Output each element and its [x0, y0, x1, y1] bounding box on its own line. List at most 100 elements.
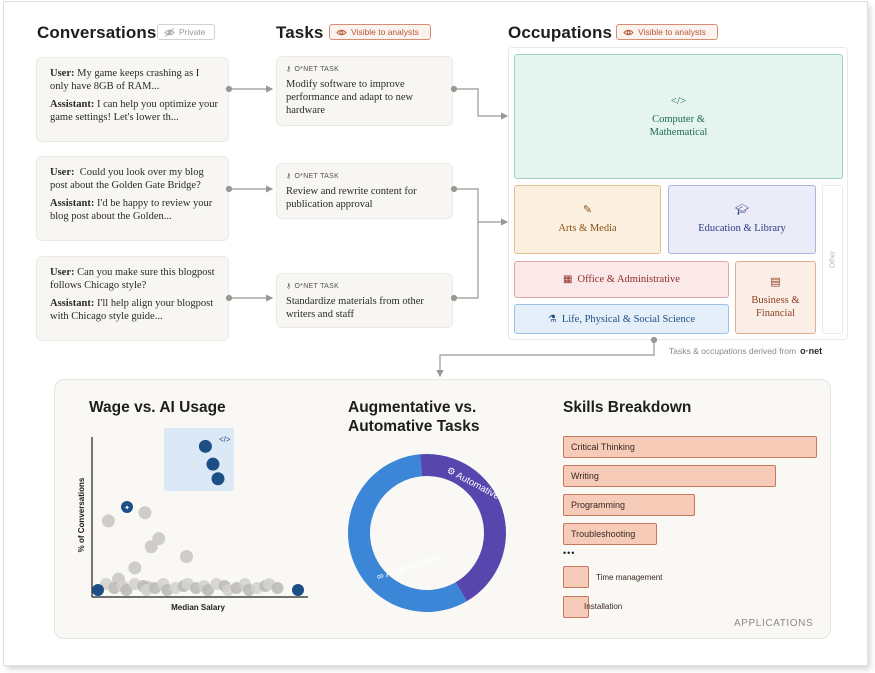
task-tag-label: O*NET TASK [294, 172, 340, 180]
skill-label: Critical Thinking [571, 442, 635, 452]
assistant-message: I can help you optimize your game settin… [50, 99, 218, 123]
task-text: Modify software to improve performance a… [286, 79, 414, 116]
conversation-card: User: Can you make sure this blogpost fo… [36, 256, 229, 341]
occupations-header: Occupations [508, 23, 613, 42]
derived-footnote: Tasks & occupations derived from o·net [669, 346, 822, 356]
scatter-point [202, 584, 214, 596]
scatter-point [180, 550, 193, 563]
skill-bar-small [563, 596, 589, 618]
conversation-card: User: Could you look over my blog post a… [36, 156, 229, 241]
occupation-other: Other [822, 185, 843, 334]
scatter-point [271, 582, 284, 594]
visible-badge-tasks: Visible to analysts [329, 24, 431, 40]
applications-label: APPLICATIONS [734, 618, 814, 629]
key-icon: ⚷ [286, 66, 292, 73]
skill-bar-small [563, 566, 589, 588]
occupation-business-financial: ▤ Business & Financial [735, 261, 816, 334]
augmentative-label: ∞ Augmentative [376, 552, 443, 583]
task-tag: ⚷O*NET TASK [286, 282, 443, 291]
building-icon: ▦ [563, 274, 573, 285]
occupation-label: Business & Financial [751, 294, 800, 319]
skill-bar: Critical Thinking [563, 436, 817, 458]
occupation-label: Life, Physical & Social Science [561, 313, 696, 325]
eye-icon [336, 29, 347, 35]
occupation-education-library: 🎓︎ Education & Library [668, 185, 816, 254]
graduation-cap-icon: 🎓︎ [735, 204, 749, 216]
occupation-computer-mathematical: </> Computer & Mathematical [514, 54, 843, 179]
private-badge: Private [157, 24, 215, 40]
x-axis-label: Median Salary [171, 603, 225, 612]
occupation-arts-media: ✎ Arts & Media [514, 185, 661, 254]
aug-chart-title: Augmentative vs. Automative Tasks [348, 399, 480, 435]
gear-icon: ⚙ [445, 465, 460, 480]
task-card: ⚷O*NET TASK Review and rewrite content f… [276, 163, 453, 219]
tasks-header: Tasks [276, 23, 324, 42]
task-tag: ⚷O*NET TASK [286, 172, 443, 181]
occupation-life-physical-social-science: ⚗ Life, Physical & Social Science [514, 304, 729, 334]
skill-bar: Programming [563, 494, 696, 516]
occupation-office-administrative: ▦ Office & Administrative [514, 261, 729, 298]
user-message: Could you look over my blog post about t… [50, 167, 204, 191]
scatter-point [101, 514, 115, 528]
y-axis-label: % of Conversations [77, 477, 86, 552]
scatter-point [144, 540, 158, 554]
visible-label-tasks: Visible to analysts [351, 27, 419, 37]
augmentative-text: Augmentative [384, 552, 443, 580]
marker-icon-left [92, 584, 104, 596]
brush-icon: ✎ [582, 204, 593, 216]
user-label: User: [50, 267, 75, 278]
assistant-label: Assistant: [50, 298, 95, 309]
occupation-label: Office & Administrative [577, 274, 680, 285]
user-label: User: [50, 68, 75, 79]
marker-icon-right [292, 584, 304, 596]
flask-icon: ⚗ [547, 313, 557, 325]
onet-logo: o·net [800, 346, 823, 356]
automative-slice [420, 454, 507, 602]
scatter-point [128, 561, 142, 575]
skill-label-small: Time management [596, 573, 663, 582]
key-icon: ⚷ [286, 173, 292, 180]
skill-label: Troubleshooting [571, 529, 636, 539]
assistant-message: I'd be happy to review your blog post ab… [50, 198, 213, 222]
eye-icon [623, 29, 634, 35]
occupation-label: Education & Library [698, 223, 786, 234]
scatter-point [206, 457, 220, 471]
skill-bar: Writing [563, 465, 777, 487]
task-card: ⚷O*NET TASK Modify software to improve p… [276, 56, 453, 126]
task-card: ⚷O*NET TASK Standardize materials from o… [276, 273, 453, 328]
skill-label: Writing [571, 471, 599, 481]
wage-scatter-chart: </> ✦ % of Conversations Median Salary [77, 428, 308, 612]
scatter-point [120, 584, 133, 596]
occupation-label: Other [828, 250, 836, 269]
scatter-point [211, 472, 225, 486]
task-tag: ⚷O*NET TASK [286, 65, 443, 74]
eye-off-icon [164, 27, 175, 37]
education-marker-icon [121, 501, 133, 513]
scatter-point [138, 506, 152, 520]
graduation-cap-icon: ✦ [124, 504, 130, 512]
skills-chart-title: Skills Breakdown [563, 399, 692, 416]
conversation-card: User: My game keeps crashing as I only h… [36, 57, 229, 142]
assistant-message: I'll help align your blogpost with Chica… [50, 298, 214, 322]
augmentative-slice [348, 454, 467, 612]
skill-label: Programming [571, 500, 626, 510]
skill-bar: Troubleshooting [563, 523, 657, 545]
wage-chart-title: Wage vs. AI Usage [89, 399, 226, 416]
code-icon: </> [219, 435, 231, 444]
visible-label-occupations: Visible to analysts [638, 27, 706, 37]
key-icon: ⚷ [286, 283, 292, 290]
task-tag-label: O*NET TASK [294, 65, 340, 73]
visible-badge-occupations: Visible to analysts [616, 24, 718, 40]
scatter-point [198, 439, 212, 453]
conversations-header: Conversations [37, 23, 157, 42]
occupation-label: Computer & Mathematical [649, 113, 708, 138]
skill-label-small: Installation [584, 602, 623, 611]
assistant-label: Assistant: [50, 99, 95, 110]
user-message: Can you make sure this blogpost follows … [50, 267, 215, 291]
user-message: My game keeps crashing as I only have 8G… [50, 68, 200, 92]
handshake-icon: ∞ [376, 570, 388, 583]
footnote-text: Tasks & occupations derived from [669, 346, 797, 356]
assistant-label: Assistant: [50, 198, 95, 209]
task-tag-label: O*NET TASK [294, 282, 340, 290]
ledger-icon: ▤ [770, 275, 781, 288]
